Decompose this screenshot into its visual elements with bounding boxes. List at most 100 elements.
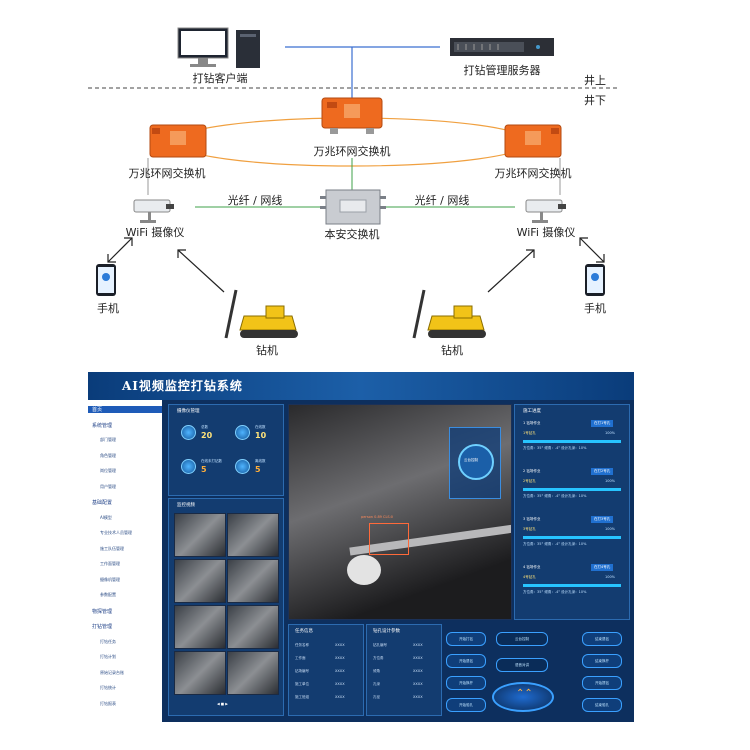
hole-value: XXXX [413, 669, 423, 673]
dashboard-main: 摄像仪管理 总数 20 在线数 10 在线未打钻数 5 离线数 5 监控视频 ◀ [162, 400, 634, 722]
construction-tag: 在打3号孔 [591, 516, 614, 523]
start-hole-check-button[interactable]: 开始验孔 [446, 698, 486, 712]
construction-meta: 方位角：35° 倾角：-4° 设计孔深：10% [523, 446, 587, 450]
task-key: 任务名称 [295, 643, 309, 647]
switch-center-label: 万兆环网交换机 [313, 145, 391, 158]
dashboard-header: AI视频监控打钻系统 [88, 372, 634, 400]
monitor-panel-title: 监控视频 [177, 503, 195, 508]
sidebar-item[interactable]: 工作面管理 [100, 561, 120, 566]
stat-label: 在线未打钻数 [201, 459, 222, 463]
sidebar-item[interactable]: 施工队伍管理 [100, 545, 124, 551]
hole-value: XXXX [413, 643, 423, 647]
main-video[interactable]: person 0.89 CLS:0 云台控制 [288, 404, 512, 620]
progress-bar-fill [523, 536, 621, 539]
sidebar-item[interactable]: 参数配置 [100, 592, 116, 597]
end-rod-change-button[interactable]: 结束换杆 [582, 654, 622, 668]
hole-key: 孔径 [373, 695, 380, 699]
video-thumbnail[interactable] [174, 651, 226, 695]
construction-group-head: 2 钻场作业 [523, 469, 541, 473]
end-hole-check-button[interactable]: 结束验孔 [582, 698, 622, 712]
sidebar-item[interactable]: 首页 [88, 406, 162, 413]
start-rod-change-button[interactable]: 开始换杆 [446, 676, 486, 690]
client-label: 打钻客户端 [192, 72, 248, 85]
sidebar-item[interactable]: 打钻计划 [100, 654, 116, 659]
ptz-label: 云台控制 [464, 458, 478, 462]
construction-hole: 3号钻孔 [523, 527, 536, 531]
monitor-panel: 监控视频 ◀ ■ ▶ [168, 498, 284, 716]
phone-left-label: 手机 [97, 302, 119, 315]
sidebar-item[interactable]: AI模型 [100, 514, 112, 520]
sidebar-item[interactable]: 打钻管理 [92, 624, 113, 630]
sidebar-item[interactable]: 基础配置 [92, 500, 113, 506]
link-right-label: 光纤 / 网线 [414, 194, 470, 207]
task-value: XXXX [335, 656, 345, 660]
detection-label: person 0.89 CLS:0 [361, 515, 394, 519]
video-thumbnail[interactable] [227, 513, 279, 557]
sidebar-item[interactable]: 用户管理 [100, 483, 116, 489]
voice-arrows-icon: ⌃⌃ [516, 688, 533, 699]
worker-helmet-shape [347, 555, 381, 585]
sidebar-item[interactable]: 角色管理 [100, 452, 116, 458]
sidebar-item[interactable]: 摄像机管理 [100, 576, 120, 582]
wifi-camera-right-icon [525, 199, 566, 223]
phone-left-icon [96, 264, 116, 296]
network-diagram [88, 27, 620, 339]
sidebar-item[interactable]: 打钻统计 [100, 685, 116, 690]
above-ground-label: 井上 [584, 74, 606, 87]
hole-value: XXXX [413, 656, 423, 660]
sidebar-item[interactable]: 物探管理 [92, 608, 113, 615]
arrowhead-phone-left [107, 254, 116, 263]
sidebar-item[interactable]: 打钻报表 [100, 700, 116, 706]
task-value: XXXX [335, 682, 345, 686]
device-panel-title: 摄像仪管理 [177, 409, 200, 414]
camera-online-icon [235, 425, 250, 440]
stat-label: 离线数 [255, 459, 266, 463]
ring-switch-right-icon [504, 124, 562, 158]
sidebar-item[interactable]: 专业技术人员管理 [100, 530, 132, 535]
sidebar-item[interactable]: 原始记录台账 [100, 669, 124, 675]
construction-group-head: 1 钻场作业 [523, 421, 541, 425]
task-value: XXXX [335, 643, 345, 647]
start-lift-button[interactable]: 开始提钻 [582, 676, 622, 690]
stat-value: 5 [201, 465, 207, 474]
arrow-cam-phone-right [579, 237, 605, 263]
arrowhead-cam-left [124, 237, 133, 246]
sidebar-item[interactable]: 打钻任务 [100, 638, 116, 644]
progress-bar [523, 440, 621, 443]
video-thumbnail[interactable] [227, 605, 279, 649]
end-retract-button[interactable]: 结束退钻 [582, 632, 622, 646]
video-thumbnail[interactable] [227, 651, 279, 695]
sidebar-item[interactable]: 系统管理 [92, 422, 113, 429]
arrowhead-rig-left [177, 249, 186, 258]
construction-tag: 在打4号孔 [591, 564, 614, 571]
camera-right-label: WiFi 摄像仪 [516, 226, 576, 239]
rig-left-label: 钻机 [256, 344, 278, 357]
construction-tag: 在打2号孔 [591, 468, 614, 475]
stat-value: 10 [255, 431, 267, 440]
construction-hole: 2号钻孔 [523, 479, 536, 483]
task-key: 施工单位 [295, 682, 309, 686]
video-thumbnail[interactable] [174, 513, 226, 557]
progress-bar-fill [523, 584, 621, 587]
start-retract-button[interactable]: 开始退钻 [446, 654, 486, 668]
ptz-overlay[interactable]: 云台控制 [449, 427, 501, 499]
hole-key: 孔深 [373, 682, 380, 686]
construction-group-head: 4 钻场作业 [523, 565, 541, 569]
construction-status: 100% [605, 431, 616, 435]
start-drill-button[interactable]: 开始打钻 [446, 632, 486, 646]
video-thumbnail[interactable] [174, 605, 226, 649]
voice-pad[interactable]: ⌃⌃ [492, 682, 554, 712]
voice-intercom-button[interactable]: 语音对讲 [496, 658, 548, 672]
sidebar-item[interactable]: 岗位管理 [100, 468, 116, 473]
video-thumbnail[interactable] [174, 559, 226, 603]
sidebar-item[interactable]: 部门管理 [100, 437, 116, 442]
camera-total-icon [181, 425, 196, 440]
construction-group-head: 3 钻场作业 [523, 517, 541, 521]
safety-switch-icon [320, 189, 386, 225]
construction-meta: 方位角：35° 倾角：-4° 设计孔深：10% [523, 494, 587, 498]
video-thumbnail[interactable] [227, 559, 279, 603]
hole-panel: 钻孔设计参数 钻孔编号 XXXX 方位角 XXXX 倾角 XXXX 孔深 XXX… [366, 624, 442, 716]
ptz-control-button[interactable]: 云台控制 [496, 632, 548, 646]
task-panel: 任务信息 任务名称 XXXX 工作面 XXXX 钻场编号 XXXX 施工单位 X… [288, 624, 364, 716]
page-dots[interactable]: ◀ ■ ▶ [217, 702, 228, 706]
